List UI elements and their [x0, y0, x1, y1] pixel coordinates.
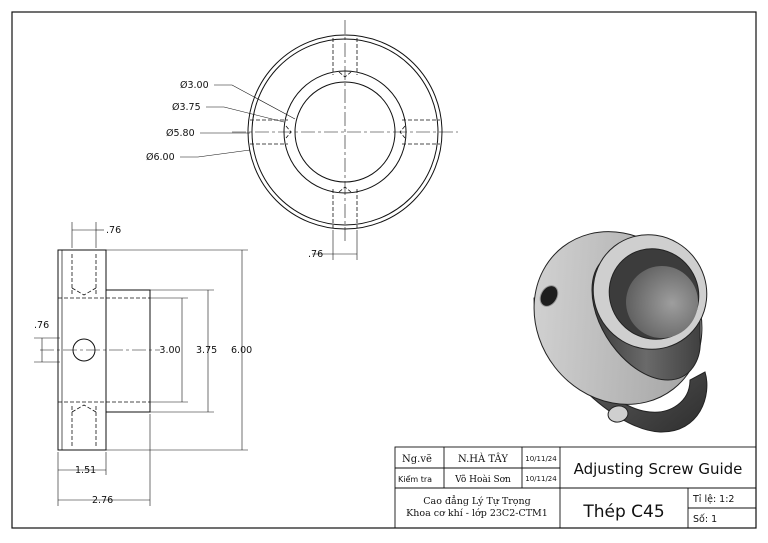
- dim-dia-5-8: Ø5.80: [166, 128, 195, 139]
- dim-top-slot: .76: [106, 225, 121, 236]
- top-view: [232, 20, 458, 244]
- iso-screw-hole-bottom: [607, 405, 629, 423]
- isometric-view: [533, 231, 708, 433]
- dim-dia-6: Ø6.00: [146, 152, 175, 163]
- tb-school-line1: Cao đẳng Lý Tự Trọng: [423, 495, 530, 507]
- top-view-leaders: [180, 84, 358, 260]
- tb-scale: Tỉ lệ: 1:2: [692, 494, 734, 505]
- side-view: [40, 249, 160, 451]
- tb-drawn-date: 10/11/24: [525, 455, 557, 463]
- dim-dia-3: Ø3.00: [180, 80, 209, 91]
- dim-outer-dia: 6.00: [231, 345, 252, 356]
- iso-screw-hole-left: [539, 285, 559, 307]
- dim-flange-len: 1.51: [75, 465, 96, 476]
- tb-sheet-no: Số: 1: [693, 514, 717, 525]
- dim-slot-width: .76: [308, 249, 323, 260]
- iso-bore-floor: [626, 266, 698, 338]
- tb-school-line2: Khoa cơ khí - lớp 23C2-CTM1: [406, 508, 548, 519]
- tb-drawn-label: Ng.vẽ: [402, 454, 432, 465]
- dim-total-len: 2.76: [92, 495, 113, 506]
- tb-checked-name: Võ Hoài Sơn: [454, 474, 511, 485]
- side-view-dims: [34, 222, 248, 506]
- tb-checked-date: 10/11/24: [525, 475, 557, 483]
- sheet-border: [11, 11, 757, 529]
- tb-checked-label: Kiểm tra: [398, 474, 432, 484]
- tb-material: Thép C45: [582, 502, 664, 522]
- tb-drawn-name: N.HÀ TÂY: [458, 453, 508, 465]
- hidden-slots: [250, 38, 440, 228]
- tb-title: Adjusting Screw Guide: [574, 460, 743, 478]
- dim-hole-offset: .76: [34, 320, 49, 331]
- dim-bore-dia: 3.00: [159, 345, 180, 356]
- dim-dia-3-75: Ø3.75: [172, 102, 201, 113]
- dim-hub-dia: 3.75: [196, 345, 217, 356]
- title-block: [394, 446, 757, 529]
